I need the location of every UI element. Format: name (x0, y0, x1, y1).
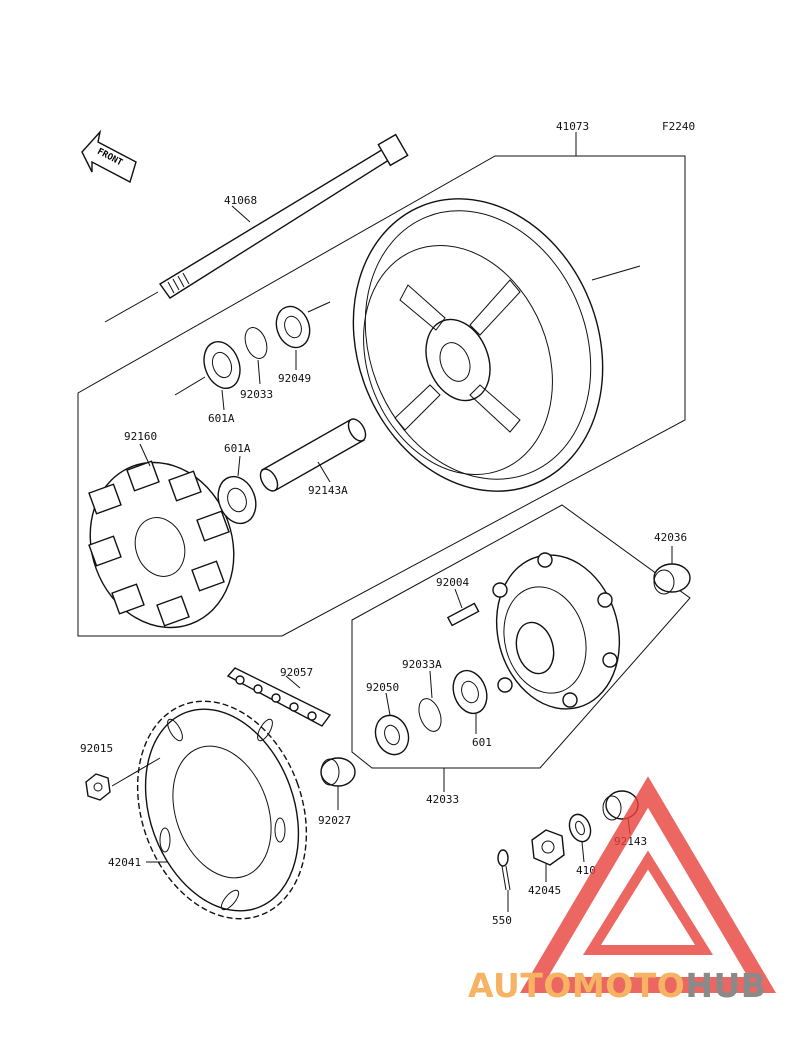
label-92160: 92160 (124, 430, 157, 443)
watermark-part1: AUTOMOTO (468, 966, 685, 1005)
label-42041: 42041 (108, 856, 141, 869)
bearing-601 (452, 669, 488, 715)
label-92057: 92057 (280, 666, 313, 679)
collar-92143a (259, 418, 367, 492)
label-601: 601 (472, 736, 492, 749)
stud-92004 (446, 602, 480, 627)
label-92027: 92027 (318, 814, 351, 827)
label-42033: 42033 (426, 793, 459, 806)
label-92033: 92033 (240, 388, 273, 401)
label-601a-mid: 601A (224, 442, 251, 455)
rim-part (352, 198, 641, 492)
front-arrow-icon: FRONT (81, 129, 137, 184)
label-92004: 92004 (436, 576, 469, 589)
label-92049: 92049 (278, 372, 311, 385)
label-601a-top: 601A (208, 412, 235, 425)
label-42045: 42045 (528, 884, 561, 897)
oil-seal-92049 (275, 305, 311, 349)
label-550: 550 (492, 914, 512, 927)
diagram-code: F2240 (662, 120, 695, 133)
cotter-pin-550 (497, 849, 511, 891)
chain-92057 (226, 667, 332, 727)
label-42036: 42036 (654, 531, 687, 544)
damper-rubber-92160 (88, 460, 235, 629)
label-41068: 41068 (224, 194, 257, 207)
nut-42045 (531, 829, 565, 866)
sprocket-hub-42033 (492, 552, 621, 710)
circlip-92033 (244, 327, 268, 359)
label-92050: 92050 (366, 681, 399, 694)
watermark-part2: HUB (685, 966, 766, 1005)
collar-42036 (653, 563, 691, 595)
washer-410 (568, 813, 592, 843)
watermark-logo-icon (519, 776, 777, 993)
spacer-92027 (320, 757, 356, 787)
leader-lines (111, 132, 673, 912)
label-92015: 92015 (80, 742, 113, 755)
hub-assembly-frame (351, 504, 691, 769)
watermark-text: AUTOMOTOHUB (468, 966, 766, 1005)
circlip-92033a (418, 698, 442, 732)
sprocket-42041 (136, 700, 308, 920)
label-92143a: 92143A (308, 484, 348, 497)
oil-seal-92050 (374, 714, 410, 756)
axle-part (104, 133, 409, 323)
nut-92015 (85, 773, 111, 801)
label-92033a: 92033A (402, 658, 442, 671)
bearing-601a-top (203, 341, 241, 389)
bearing-601a-mid (217, 475, 257, 525)
wheel-assembly-frame (77, 155, 686, 637)
label-41073: 41073 (556, 120, 589, 133)
